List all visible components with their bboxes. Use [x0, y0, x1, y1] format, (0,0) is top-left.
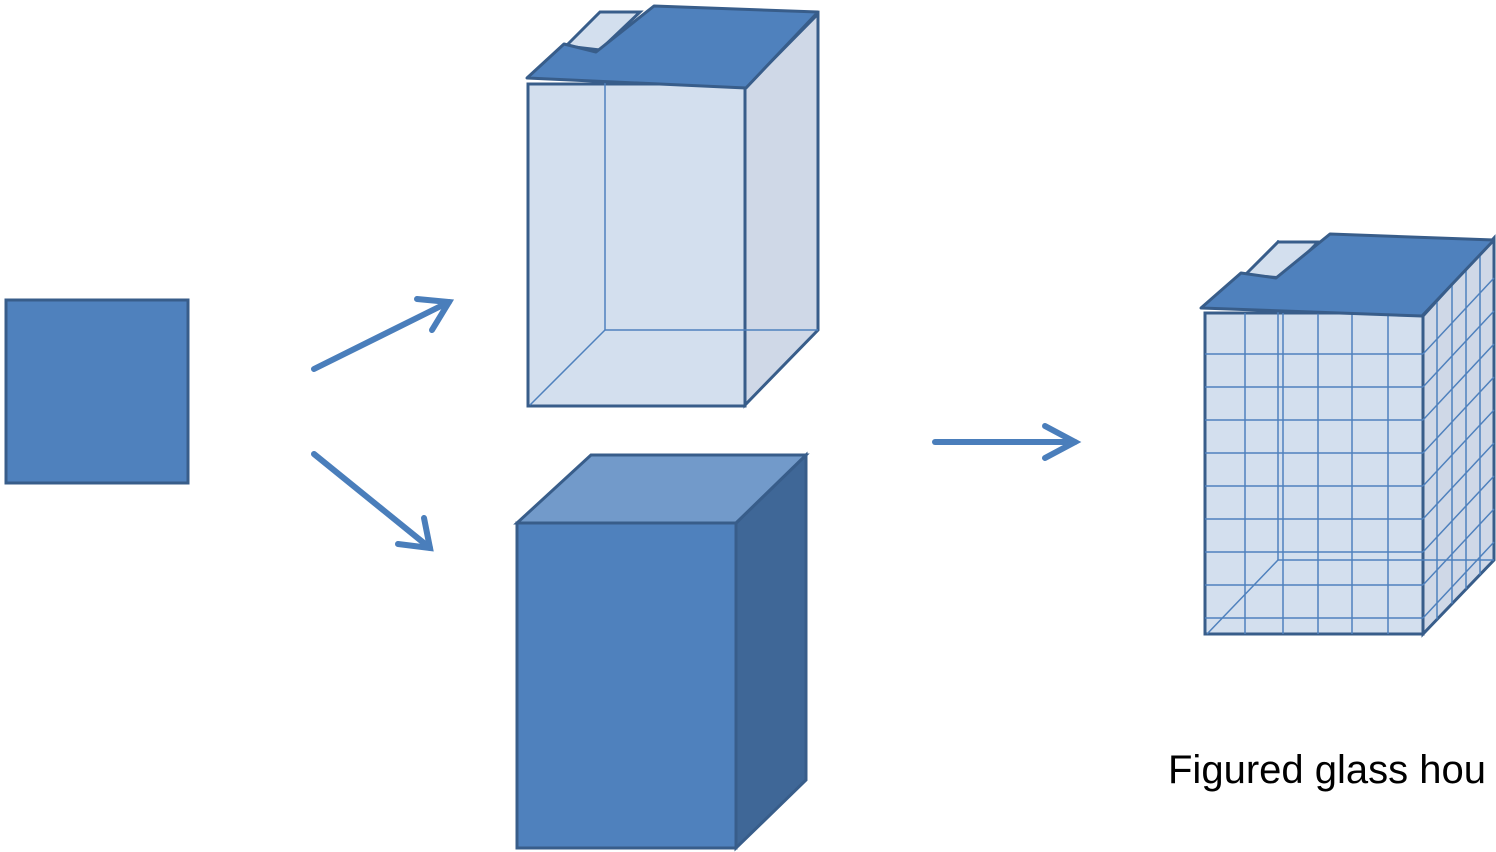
grid-line [1422, 277, 1495, 355]
glass-box [525, 4, 820, 409]
solid-block [513, 451, 810, 852]
grid-line [1422, 475, 1495, 553]
arrow-up-right [311, 296, 455, 372]
front-grid [1205, 313, 1423, 634]
grid-line [1422, 541, 1495, 619]
grid-line [1422, 310, 1495, 388]
figured-glass-house [1199, 232, 1496, 638]
grid-line [1422, 442, 1495, 520]
grid-line [1422, 508, 1495, 586]
arrow-right [932, 423, 1082, 461]
side-grid [1422, 253, 1495, 620]
arrow-down-right [311, 451, 434, 552]
grid-line [1422, 376, 1495, 454]
grid-line [1422, 409, 1495, 487]
caption-text: Figured glass hou [1168, 748, 1486, 792]
grid-line [1422, 343, 1495, 421]
square-tile [4, 298, 190, 485]
